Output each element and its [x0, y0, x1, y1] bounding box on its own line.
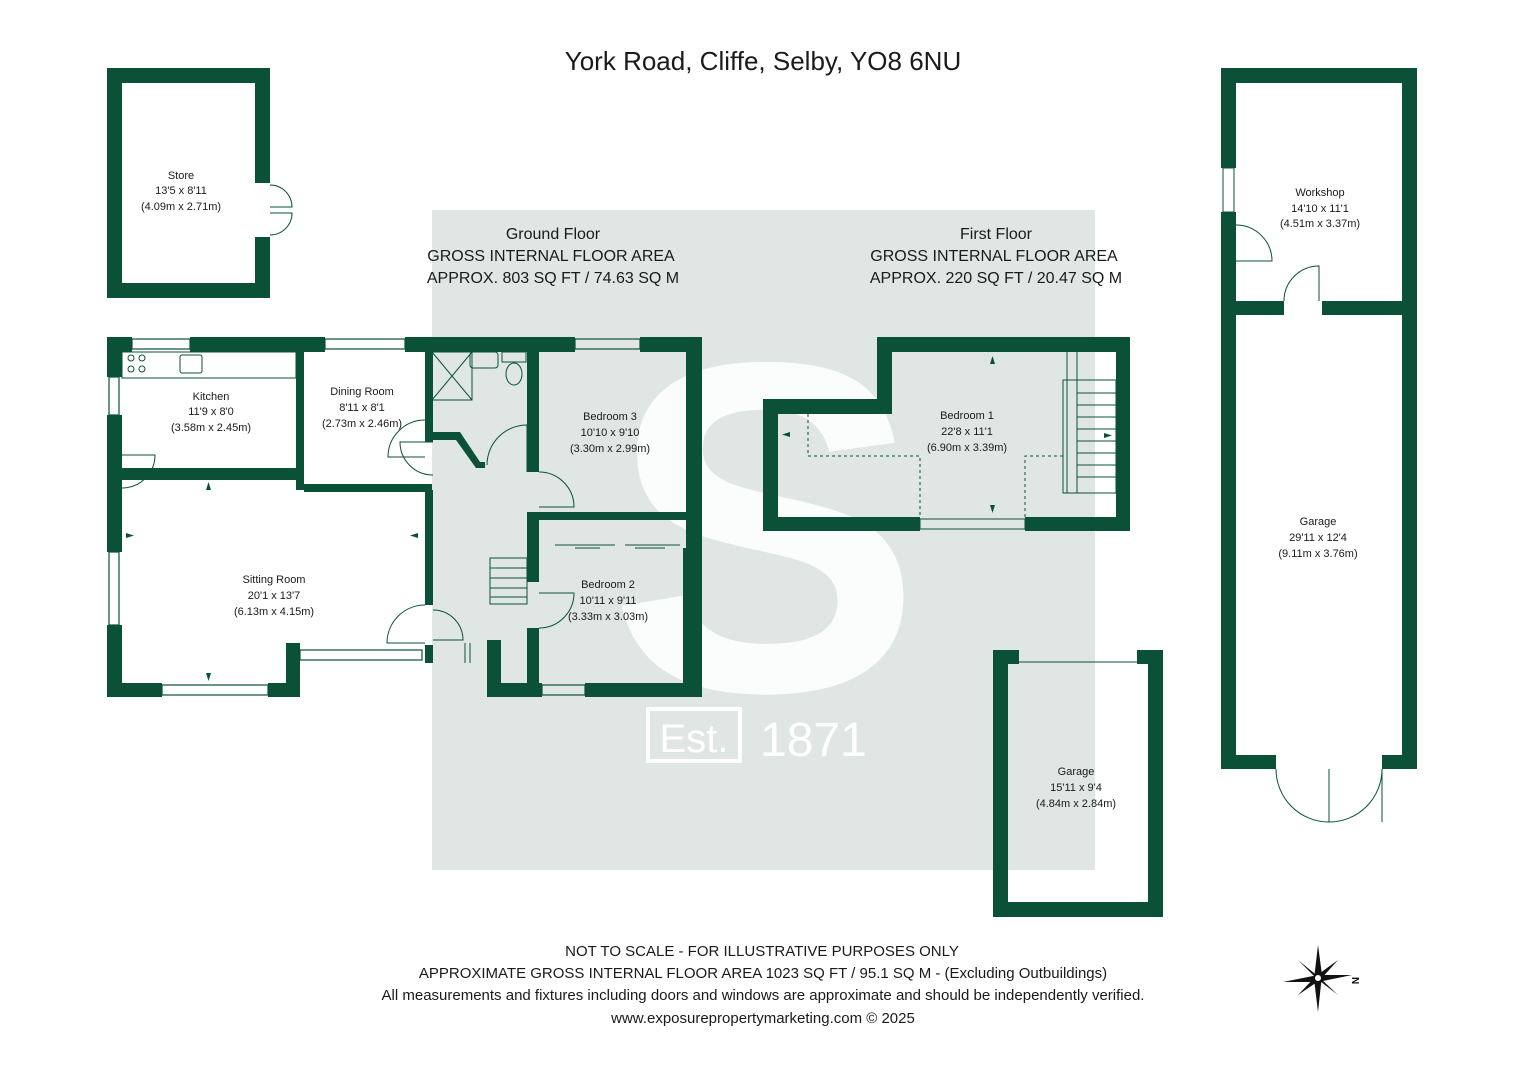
- workshop-imperial: 14'10 x 11'1: [1291, 203, 1349, 215]
- bedroom3-imperial: 10'10 x 9'10: [581, 427, 640, 439]
- dining-imperial: 8'11 x 8'1: [339, 402, 385, 414]
- bedroom2-wardrobe: [555, 544, 680, 549]
- watermark-est-box: [646, 707, 742, 763]
- store-metric: (4.09m x 2.71m): [141, 201, 221, 213]
- footer-total-area: APPROXIMATE GROSS INTERNAL FLOOR AREA 10…: [419, 965, 1107, 982]
- garage-large-name: Garage: [1300, 516, 1337, 528]
- footer-website: www.exposurepropertymarketing.com © 2025: [610, 1010, 915, 1027]
- bedroom2-name: Bedroom 2: [581, 579, 635, 591]
- bathroom-fixtures: [431, 351, 527, 401]
- store-name: Store: [168, 170, 194, 182]
- first-floor-area-label: GROSS INTERNAL FLOOR AREA: [870, 248, 1118, 265]
- garage-large-imperial: 29'11 x 12'4: [1289, 532, 1347, 544]
- dimension-arrows-ground: [126, 482, 418, 681]
- sitting-metric: (6.13m x 4.15m): [234, 606, 314, 618]
- first-floor-area: APPROX. 220 SQ FT / 20.47 SQ M: [870, 270, 1122, 287]
- watermark-background: [432, 210, 1095, 870]
- garage-small-metric: (4.84m x 2.84m): [1036, 798, 1116, 810]
- garage-small-name: Garage: [1058, 766, 1095, 778]
- kitchen-name: Kitchen: [193, 391, 230, 403]
- ground-floor-walls: [107, 337, 702, 697]
- watermark-est: Est.: [660, 717, 729, 761]
- ground-floor-windows: [108, 338, 641, 696]
- page-title: York Road, Cliffe, Selby, YO8 6NU: [565, 46, 961, 76]
- ground-floor-doors: [121, 419, 575, 663]
- kitchen-fixtures: [121, 351, 297, 379]
- bedroom3-name: Bedroom 3: [583, 411, 637, 423]
- garage-large-metric: (9.11m x 3.76m): [1278, 548, 1357, 560]
- ground-floor-area-label: GROSS INTERNAL FLOOR AREA: [427, 248, 675, 265]
- first-floor-name: First Floor: [960, 226, 1033, 243]
- dining-metric: (2.73m x 2.46m): [322, 418, 402, 430]
- bedroom1-name: Bedroom 1: [940, 410, 994, 422]
- ground-floor-name: Ground Floor: [506, 226, 601, 243]
- garage-small-imperial: 15'11 x 9'4: [1050, 782, 1102, 794]
- footer-measurements-note: All measurements and fixtures including …: [382, 987, 1145, 1004]
- footer-disclaimer: NOT TO SCALE - FOR ILLUSTRATIVE PURPOSES…: [565, 943, 959, 960]
- first-floor-details: [807, 352, 1117, 530]
- first-floor-label: First Floor GROSS INTERNAL FLOOR AREA AP…: [870, 226, 1122, 287]
- kitchen-metric: (3.58m x 2.45m): [171, 422, 251, 434]
- sitting-imperial: 20'1 x 13'7: [248, 590, 301, 602]
- store-imperial: 13'5 x 8'11: [155, 185, 207, 197]
- kitchen-imperial: 11'9 x 8'0: [188, 406, 234, 418]
- workshop-garage-details: [1222, 167, 1383, 823]
- first-floor-walls: [763, 337, 1130, 531]
- workshop-metric: (4.51m x 3.37m): [1280, 218, 1360, 230]
- compass-north-label: N: [1349, 977, 1360, 984]
- workshop-name: Workshop: [1295, 187, 1344, 199]
- bedroom3-metric: (3.30m x 2.99m): [570, 443, 650, 455]
- bedroom1-imperial: 22'8 x 11'1: [941, 426, 993, 438]
- bedroom2-imperial: 10'11 x 9'11: [579, 595, 636, 607]
- dining-name: Dining Room: [330, 386, 394, 398]
- sitting-name: Sitting Room: [243, 574, 306, 586]
- store-outbuilding: [107, 68, 293, 298]
- bedroom2-metric: (3.33m x 3.03m): [568, 611, 648, 623]
- ground-floor-label: Ground Floor GROSS INTERNAL FLOOR AREA A…: [427, 226, 679, 287]
- small-garage-outbuilding: [993, 650, 1163, 917]
- dimension-arrows-first: [782, 356, 1112, 513]
- workshop-garage-outbuilding: [1221, 68, 1417, 769]
- compass-icon: N: [1283, 945, 1360, 1012]
- ground-stairs: [489, 557, 528, 605]
- bedroom1-metric: (6.90m x 3.39m): [927, 442, 1007, 454]
- ground-floor-area: APPROX. 803 SQ FT / 74.63 SQ M: [427, 270, 679, 287]
- watermark-year: 1871: [760, 714, 867, 767]
